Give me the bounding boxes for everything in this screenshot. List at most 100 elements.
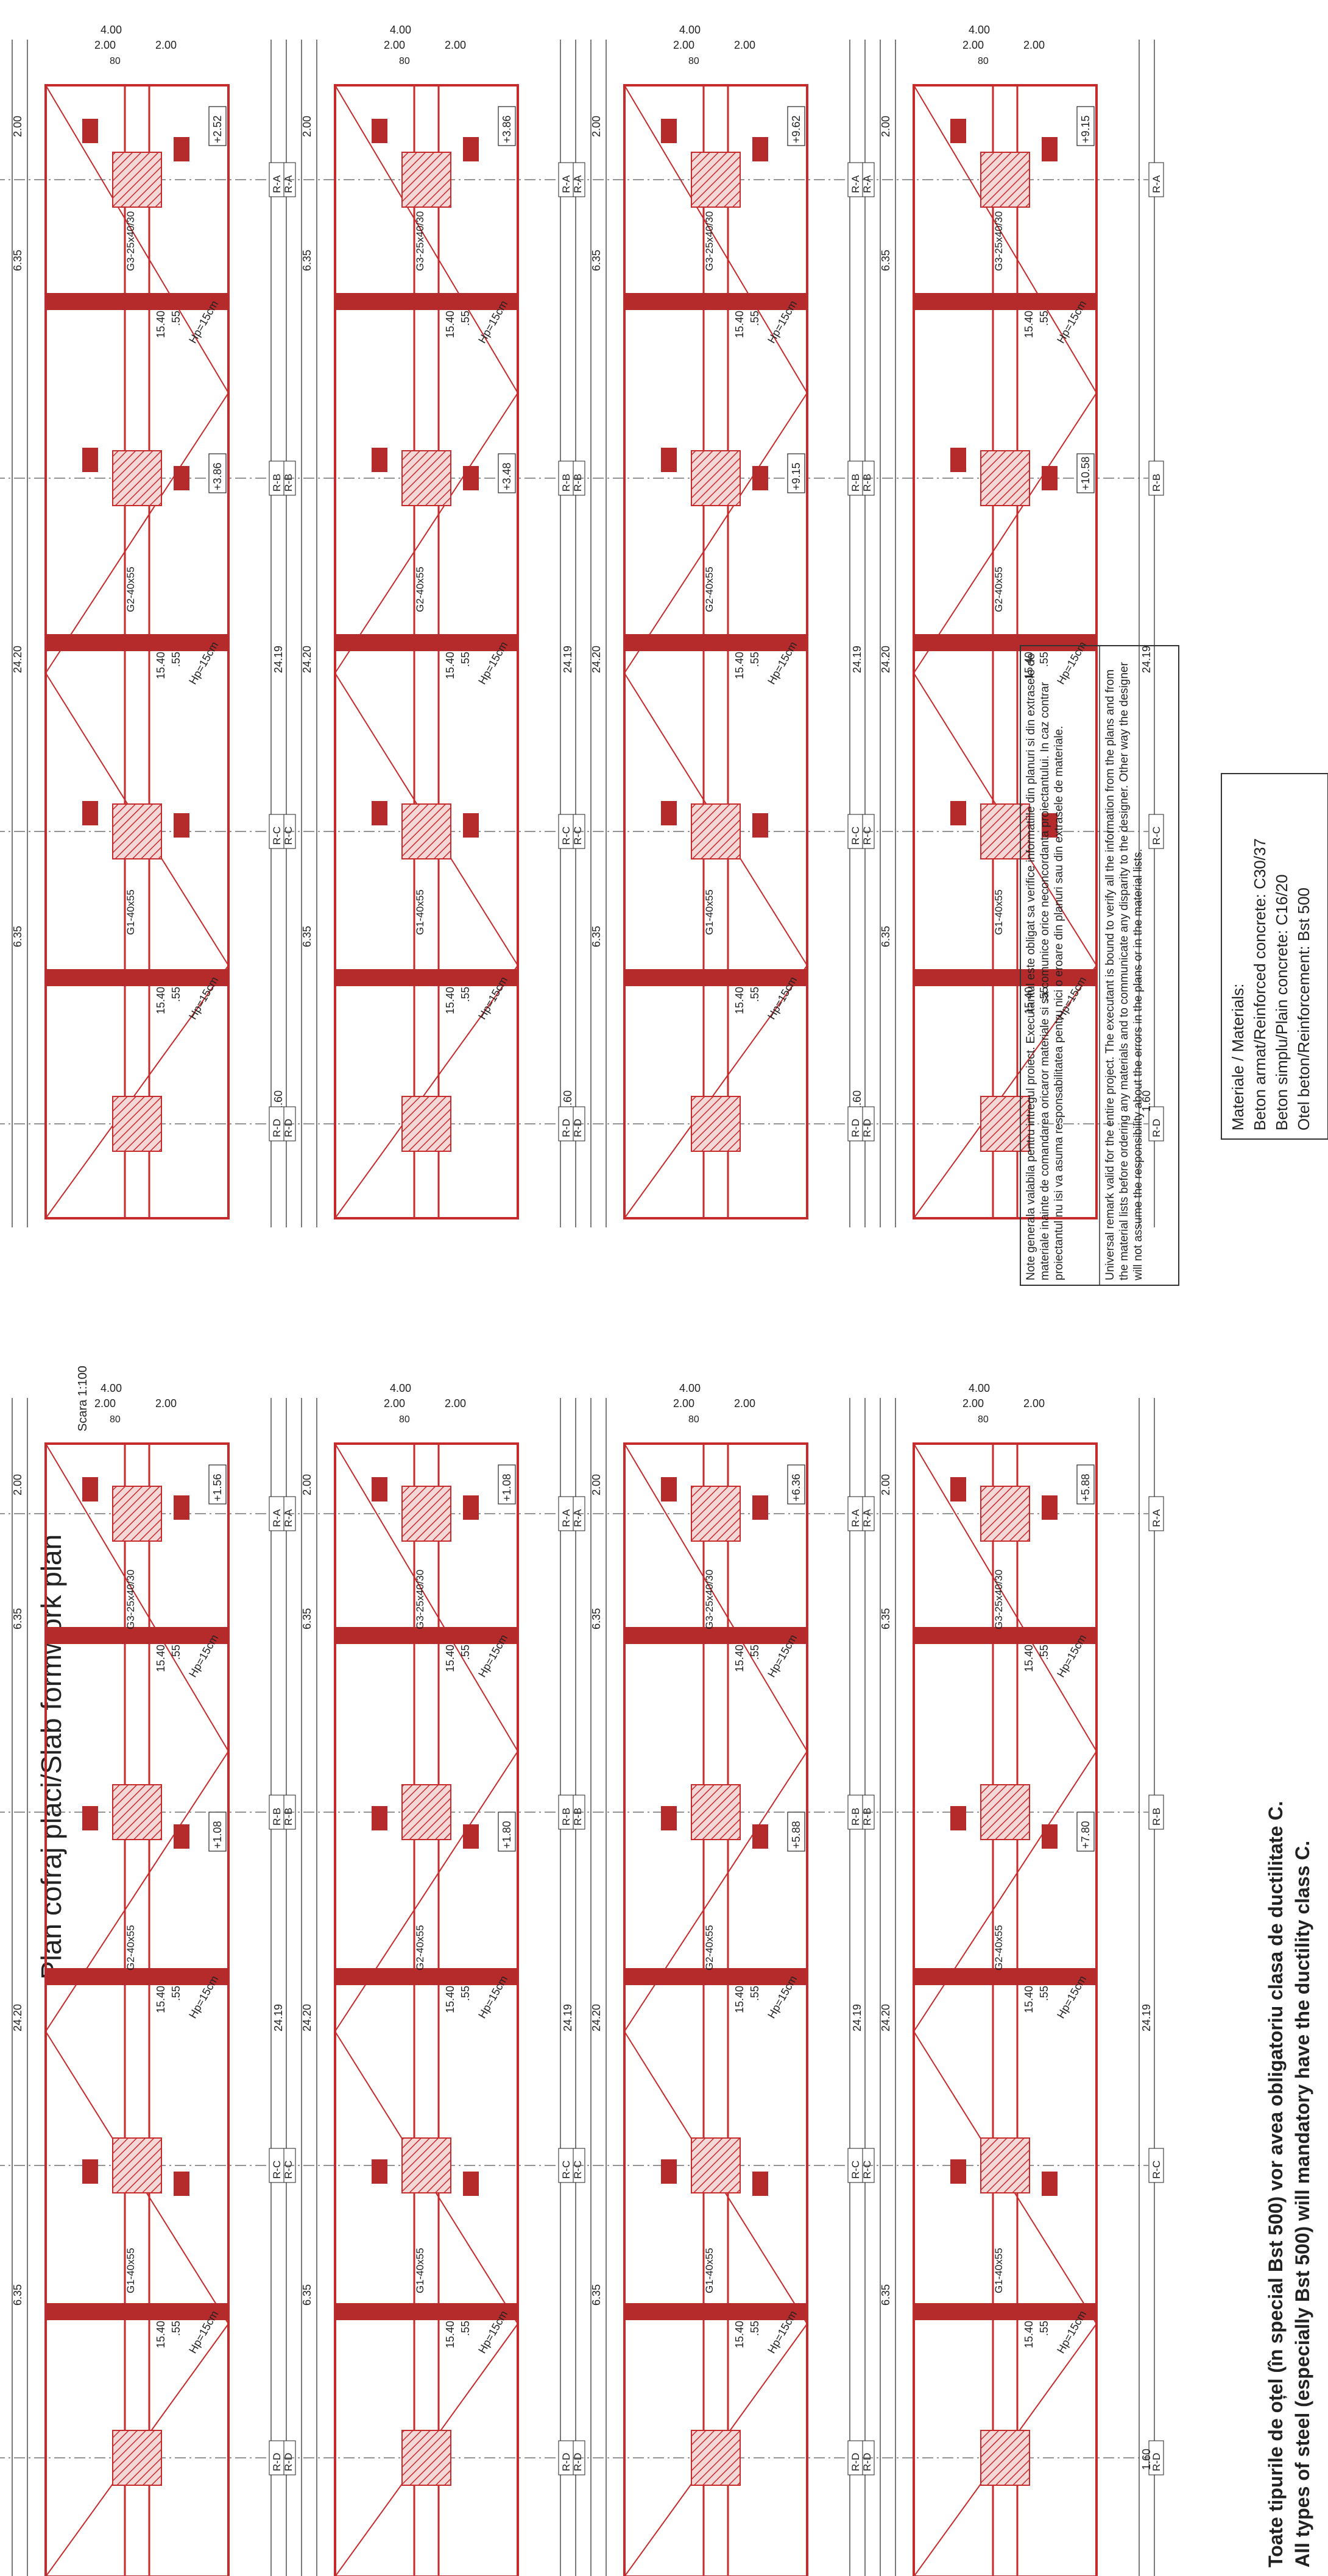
dim-2.00b: 2.00 [445, 1397, 466, 1410]
bottom-edge [914, 1218, 1097, 1219]
column-hatched-R-A [691, 1486, 741, 1542]
dim-2.00: 2.00 [673, 39, 694, 51]
column-hatched-R-B [112, 450, 162, 506]
beam-label-2: .55 [749, 1645, 761, 1660]
column-hatched-R-B [691, 1784, 741, 1840]
dim-2.00: 2.00 [94, 39, 116, 51]
dim-4.00: 4.00 [969, 24, 990, 36]
general-notes: Note generala valabila pentru intregul p… [1020, 645, 1179, 1286]
level-value-mid: +5.88 [790, 1821, 802, 1849]
dim-4.00: 4.00 [969, 1382, 990, 1394]
beam-label-2: .55 [170, 1986, 182, 2001]
solid-beam-2 [914, 2303, 1097, 2320]
girder-label-g1: G1-40x55 [125, 889, 136, 935]
slab-diag-1 [45, 1443, 229, 1752]
span-6.35: 6.35 [12, 1608, 24, 1629]
bottom-edge [624, 1218, 807, 1219]
solid-beam-0 [914, 293, 1097, 310]
stair-block-1 [174, 1495, 189, 1520]
column-hatched-R-C [980, 803, 1030, 859]
span-6.35-b: 6.35 [880, 926, 892, 947]
column-hatched-R-C [980, 2137, 1030, 2193]
span-6.35-b: 6.35 [880, 2284, 892, 2306]
axis-tag-left-R-D [269, 2440, 284, 2475]
beam-label: 15.40 [444, 987, 456, 1014]
stair-block-1 [463, 137, 479, 161]
axis-tag-left-R-B [847, 1794, 863, 1830]
stair-block-1 [1042, 137, 1058, 161]
girder-label-g3: G3-25x40/30 [704, 211, 715, 271]
stair-block-0 [372, 1477, 387, 1501]
beam-label-2: .55 [170, 1645, 182, 1660]
dim-2.00: 2.00 [673, 1397, 694, 1410]
beam-label-2: .55 [1038, 1645, 1050, 1660]
span-24.19: 24.19 [562, 2004, 574, 2031]
level-value-top: +1.08 [501, 1473, 513, 1501]
beam-label: 15.40 [733, 1986, 746, 2013]
axis-tag-left-R-B [269, 461, 284, 496]
stair-block-2 [372, 1806, 387, 1830]
axis-label-right-R-D: R-D [861, 1119, 873, 1137]
axis-label-right-R-A: R-A [1151, 1509, 1162, 1527]
stair-block-0 [82, 1477, 98, 1501]
axis-label-right-R-D: R-D [861, 2453, 873, 2471]
dim-80: 80 [688, 1414, 699, 1425]
span-24.20: 24.20 [880, 646, 892, 673]
span-2.00: 2.00 [301, 1474, 313, 1495]
column-hatched-R-A [980, 1486, 1030, 1542]
girder-label-g1: G1-40x55 [993, 889, 1005, 935]
girder-label-g2: G2-40x55 [414, 1925, 426, 1971]
axis-label-left-R-A: R-A [850, 175, 861, 193]
axis-label-right-R-B: R-B [861, 1808, 873, 1826]
axis-label-right-R-B: R-B [572, 1808, 584, 1826]
girder-label-g2: G2-40x55 [414, 566, 426, 612]
axis-tag-left-R-C [847, 2148, 863, 2183]
materials-line-2: Beton simplu/Plain concrete: C16/20 [1273, 874, 1291, 1131]
axis-label-right-R-B: R-B [283, 474, 294, 492]
axis-label-left-R-B: R-B [560, 1808, 572, 1826]
solid-beam-2 [46, 969, 228, 986]
axis-label-left-R-C: R-C [850, 2161, 861, 2179]
beam-label-2: .55 [1038, 652, 1050, 667]
axis-label-right-R-A: R-A [1151, 175, 1162, 193]
solid-beam-1 [914, 1968, 1097, 1985]
axis-tag-left-R-C [269, 2148, 284, 2183]
axis-label-right-R-D: R-D [1151, 2453, 1162, 2471]
beam-label: 15.40 [444, 311, 456, 338]
column-hatched-R-B [980, 450, 1030, 506]
span-6.35-b: 6.35 [301, 926, 313, 947]
axis-label-right-R-D: R-D [283, 2453, 294, 2471]
column-hatched-R-A [112, 152, 162, 208]
slab-outline [334, 1442, 519, 2576]
stair-block-3 [752, 1824, 768, 1849]
beam-label: 15.40 [444, 2321, 456, 2348]
beam-label-2: .55 [459, 1986, 472, 2001]
materials-line-1: Beton armat/Reinforced concrete: C30/37 [1251, 838, 1269, 1131]
dim-2.00b: 2.00 [734, 39, 755, 51]
axis-label-left-R-C: R-C [271, 2161, 283, 2179]
column-hatched-R-C [401, 803, 451, 859]
level-box-top [208, 106, 227, 146]
span-6.35-b: 6.35 [590, 926, 602, 947]
stair-block-1 [174, 137, 189, 161]
beam-label: 15.40 [155, 987, 167, 1014]
stair-block-4 [661, 801, 677, 825]
axis-tag-left-R-D [269, 1106, 284, 1142]
axis-label-right-R-A: R-A [861, 1509, 873, 1527]
stair-block-5 [174, 2172, 189, 2196]
level-box-mid [787, 453, 805, 493]
solid-beam-1 [914, 634, 1097, 651]
span-2.00: 2.00 [880, 1474, 892, 1495]
stair-block-2 [661, 1806, 677, 1830]
beam-label: 15.40 [444, 1986, 456, 2013]
axis-tag-left-R-B [558, 461, 574, 496]
slab-diag-2 [334, 392, 518, 674]
span-24.19: 24.19 [562, 646, 574, 673]
axis-tag-left-R-C [558, 2148, 574, 2183]
span-24.20: 24.20 [12, 646, 24, 673]
beam-label-2: .55 [459, 652, 472, 667]
level-box-mid [787, 1812, 805, 1852]
axis-label-left-R-B: R-B [271, 1808, 283, 1826]
girder-label-g2: G2-40x55 [125, 566, 136, 612]
